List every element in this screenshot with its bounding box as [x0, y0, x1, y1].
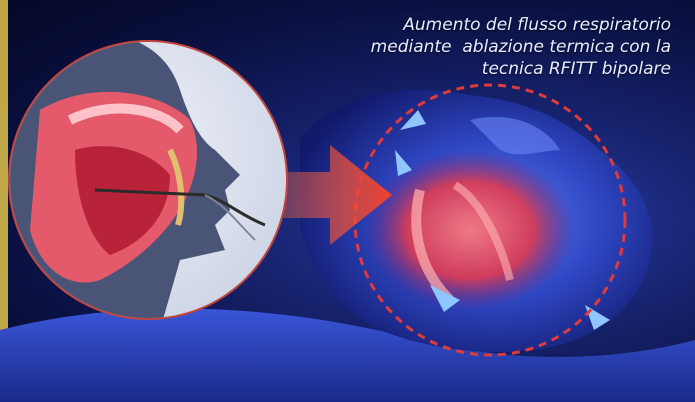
caption: Aumento del flusso respiratorio mediante…: [311, 14, 671, 80]
caption-line-1: Aumento del flusso respiratorio: [311, 14, 671, 36]
caption-line-3: tecnica RFITT bipolare: [311, 58, 671, 80]
airway-glow: [365, 150, 575, 310]
caption-line-2: mediante ablazione termica con la: [311, 36, 671, 58]
